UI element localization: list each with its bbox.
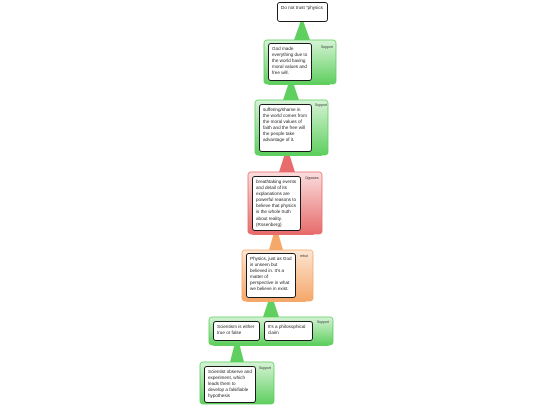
claim-text: Scientist observe and experiment, which … — [208, 369, 252, 399]
support-tag: Support — [259, 366, 271, 370]
claim-text: Physics, just as God is unseen but belie… — [250, 256, 292, 292]
claim-text: It's a philosophical claim — [268, 324, 306, 336]
support-tag: Support — [317, 320, 329, 324]
support-claim-box-4[interactable]: Scientist observe and experiment, which … — [204, 366, 256, 403]
tab-base — [259, 153, 322, 156]
co-premise-box[interactable]: It's a philosophical claim — [264, 321, 313, 341]
support-claim-box-2[interactable]: suffering/shame in the world comes from … — [259, 104, 312, 152]
root-claim-box[interactable]: Do not trust "physics — [277, 2, 328, 22]
root-claim-text: Do not trust "physics — [281, 5, 323, 10]
claim-text: Scientism is either true or false — [217, 324, 255, 336]
connector-link — [263, 298, 279, 317]
support-claim-box-1[interactable]: God made everything due to the world hav… — [268, 43, 312, 81]
rebuttal-claim-box[interactable]: Physics, just as God is unseen but belie… — [246, 253, 296, 298]
oppose-tag: Opposes — [305, 176, 319, 180]
rebuttal-tag: rebut — [300, 254, 308, 258]
claim-text: suffering/shame in the world comes from … — [263, 107, 307, 143]
support-claim-box-3[interactable]: Scientism is either true or false — [213, 321, 260, 341]
connector-link — [279, 152, 295, 172]
support-tag: Support — [315, 103, 327, 107]
tab-base — [246, 299, 306, 302]
support-tag: Support — [321, 45, 333, 49]
connector-link — [283, 81, 299, 100]
oppose-claim-box[interactable]: breathtaking events and detail of its ex… — [252, 176, 301, 231]
tab-base — [268, 82, 330, 85]
claim-text: breathtaking events and detail of its ex… — [256, 179, 297, 227]
connector-link — [269, 231, 283, 250]
connector-link — [230, 341, 244, 362]
claim-text: God made everything due to the world hav… — [272, 46, 308, 76]
tab-base — [252, 232, 314, 235]
tab-base — [213, 343, 329, 346]
connector-link — [294, 22, 310, 40]
